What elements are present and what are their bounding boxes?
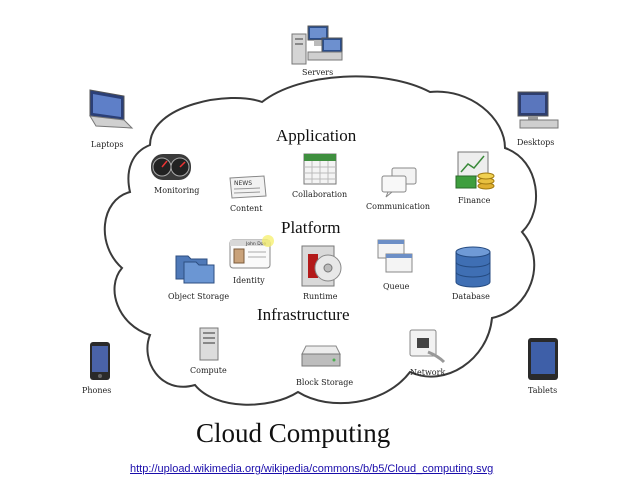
phone-icon	[90, 342, 110, 380]
block-storage-icon	[301, 345, 341, 367]
desktops-label: Desktops	[517, 138, 555, 147]
content-label: Content	[230, 204, 263, 213]
network-icon	[409, 329, 446, 364]
database-label: Database	[452, 292, 490, 301]
compute-icon	[199, 327, 219, 361]
content-icon: NEWS	[229, 175, 267, 199]
finance-label: Finance	[458, 196, 491, 205]
desktop-icon	[517, 91, 559, 129]
identity-label: Identity	[233, 276, 265, 285]
network-label: Network	[410, 368, 446, 377]
identity-icon: John Doe	[229, 235, 274, 269]
object-storage-icon	[175, 255, 215, 284]
compute-label: Compute	[190, 366, 227, 375]
queue-label: Queue	[383, 282, 410, 291]
monitoring-icon	[151, 154, 191, 180]
diagram-title: Cloud Computing	[196, 418, 391, 448]
servers-icon	[291, 25, 343, 65]
monitoring-label: Monitoring	[154, 186, 200, 195]
database-icon	[455, 246, 491, 288]
collaboration-icon	[303, 153, 337, 185]
infrastructure-heading: Infrastructure	[257, 305, 350, 324]
tablet-icon	[528, 338, 558, 380]
laptop-icon	[89, 89, 134, 129]
finance-icon	[455, 151, 495, 190]
servers-label: Servers	[302, 68, 334, 77]
phones-label: Phones	[82, 386, 112, 395]
communication-label: Communication	[366, 202, 430, 211]
platform-heading: Platform	[281, 218, 341, 237]
tablets-label: Tablets	[528, 386, 558, 395]
communication-icon	[381, 167, 417, 198]
runtime-label: Runtime	[303, 292, 338, 301]
application-heading: Application	[276, 126, 357, 145]
queue-icon	[377, 239, 413, 273]
runtime-icon	[301, 245, 342, 287]
block-storage-label: Block Storage	[296, 378, 354, 387]
laptops-label: Laptops	[91, 140, 124, 149]
source-link[interactable]: http://upload.wikimedia.org/wikipedia/co…	[130, 463, 494, 475]
identity-card-text: John Doe	[245, 241, 266, 247]
object-storage-label: Object Storage	[168, 292, 230, 301]
collaboration-label: Collaboration	[292, 190, 348, 199]
content-icon-text: NEWS	[234, 180, 252, 187]
